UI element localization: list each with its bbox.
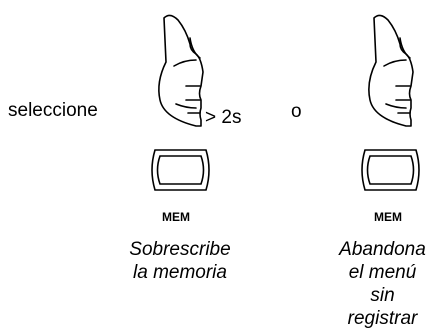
caption-line: registrar	[347, 308, 418, 329]
hold-duration-label: > 2s	[205, 107, 242, 128]
caption-line: Sobrescribe	[129, 239, 231, 260]
pointing-hand-icon	[158, 14, 204, 127]
caption-line: sin	[370, 285, 395, 306]
caption-line: Abandona	[339, 239, 426, 260]
or-separator: o	[291, 101, 302, 122]
mem-button-label: MEM	[374, 210, 402, 224]
select-instruction: seleccione	[8, 100, 98, 121]
mem-button-icon	[361, 149, 420, 191]
caption-line: la memoria	[133, 262, 227, 283]
option-caption-abandon: Abandona el menú sin registrar	[320, 238, 445, 330]
pointing-hand-icon	[368, 14, 414, 127]
mem-button-label: MEM	[162, 210, 190, 224]
mem-button-icon	[151, 149, 210, 191]
option-caption-overwrite: Sobrescribe la memoria	[110, 238, 250, 284]
caption-line: el menú	[348, 262, 417, 283]
